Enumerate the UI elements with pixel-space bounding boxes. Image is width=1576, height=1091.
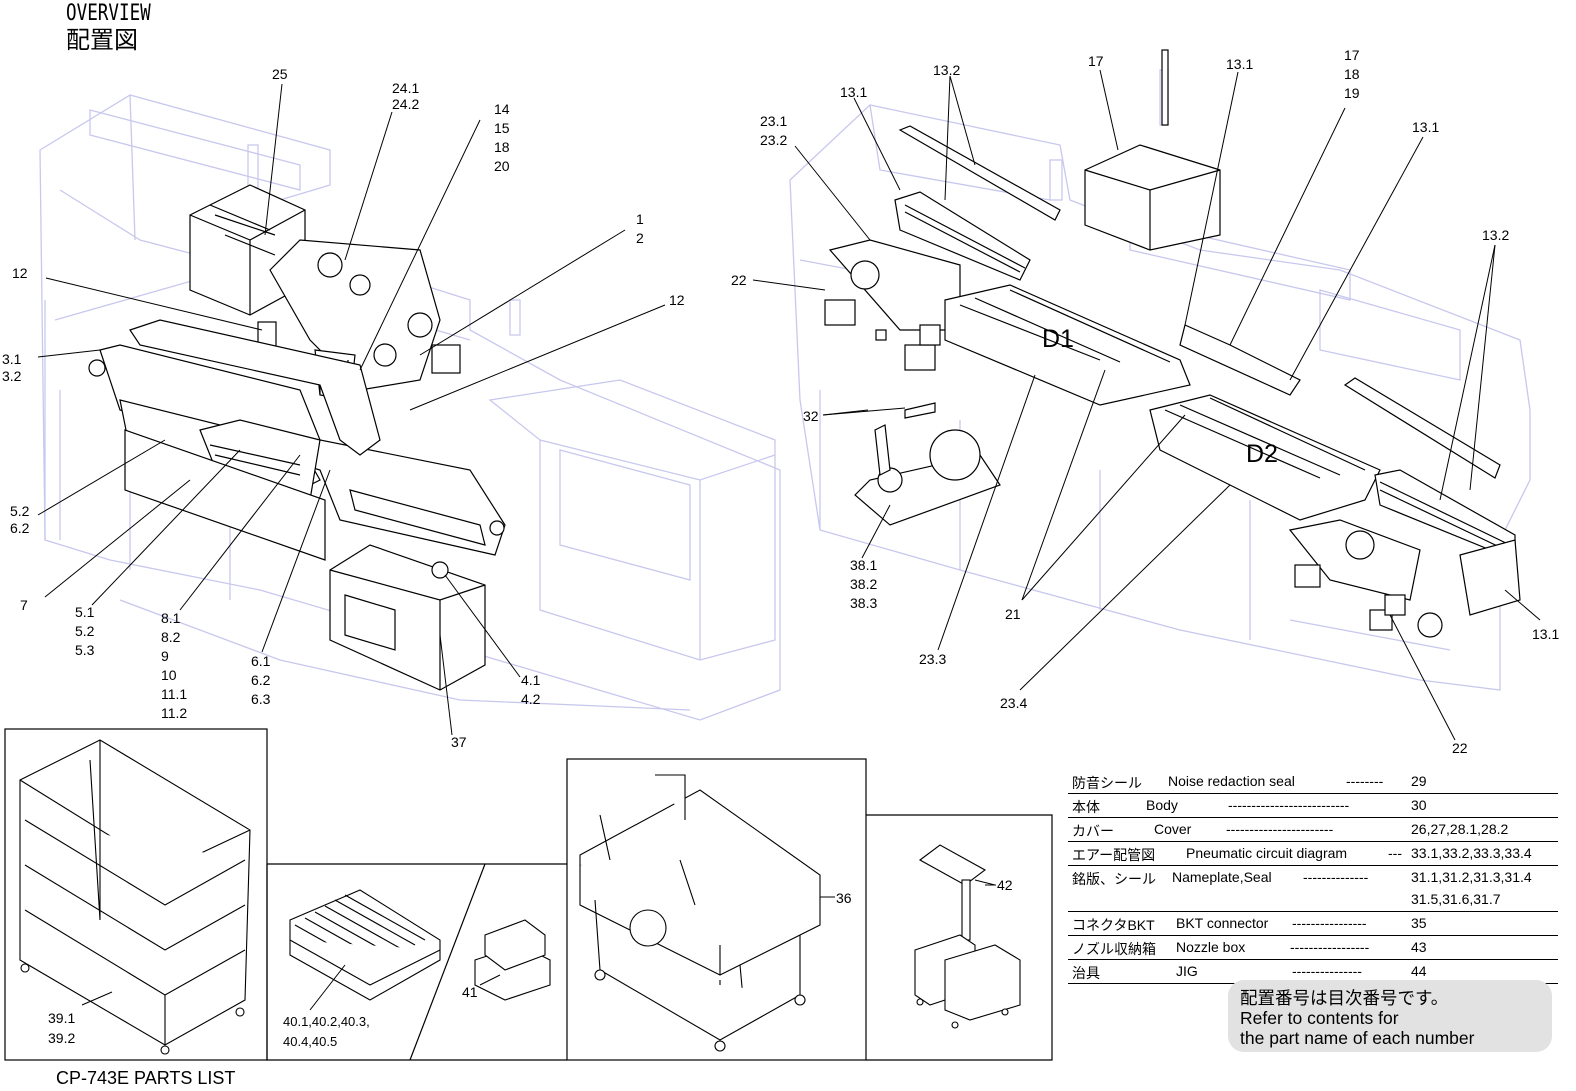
note-line-3: the part name of each number — [1240, 1028, 1475, 1048]
legend-dots: --------------- — [1292, 963, 1362, 979]
callout-8-1: 8.1 8.2 9 10 11.1 11.2 — [161, 610, 188, 721]
legend-num: 30 — [1411, 797, 1427, 813]
legend-jp: 防音シール — [1072, 775, 1142, 791]
rack-drawing — [19, 739, 251, 1055]
legend-dots: -------------------------- — [1228, 797, 1350, 813]
callout-23-4: 23.4 — [1000, 695, 1028, 711]
legend-num-2: 31.5,31.6,31.7 — [1411, 891, 1501, 907]
callout-13-1d: 13.1 — [1532, 626, 1560, 642]
callout-38: 38.1 38.2 38.3 — [850, 557, 878, 611]
legend-num: 31.1,31.2,31.3,31.4 — [1411, 869, 1532, 885]
legend-num: 33.1,33.2,33.3,33.4 — [1411, 845, 1532, 861]
legend-row: コネクタBKT BKT connector ---------------- 3… — [1068, 912, 1558, 936]
callout-37: 37 — [451, 734, 467, 750]
callout-4-1: 4.1 4.2 — [521, 672, 541, 707]
legend-dots: --- — [1388, 845, 1402, 861]
callout-3: 3.1 3.2 — [2, 351, 22, 384]
legend-row: ノズル収納箱 Nozzle box ----------------- 43 — [1068, 936, 1558, 960]
label-d1: D1 — [1042, 325, 1074, 353]
callout-13-1b: 13.1 — [1226, 56, 1254, 72]
legend-row: 銘版、シール Nameplate,Seal -------------- 31.… — [1068, 866, 1558, 912]
legend-en: BKT connector — [1176, 915, 1269, 931]
legend-num: 35 — [1411, 915, 1427, 931]
callout-36: 36 — [836, 890, 852, 906]
legend-jp: コネクタBKT — [1072, 917, 1155, 933]
legend-en: Cover — [1154, 821, 1192, 837]
footer-title: CP-743E PARTS LIST — [56, 1068, 236, 1088]
callout-22b: 22 — [1452, 740, 1468, 756]
nozzle-holder-drawing — [289, 889, 441, 1001]
callout-13-1c: 13.1 — [1412, 119, 1440, 135]
callout-13-2a: 13.2 — [933, 62, 961, 78]
bottom-panels — [4, 728, 1053, 1061]
legend-jp: カバー — [1072, 823, 1114, 839]
page-title: OVERVIEW — [66, 1, 151, 26]
parts-legend: 防音シール Noise redaction seal -------- 29 本… — [1068, 770, 1558, 984]
callout-21: 21 — [1005, 606, 1021, 622]
legend-en: Noise redaction seal — [1168, 773, 1295, 789]
callout-42: 42 — [997, 877, 1013, 893]
callout-17a: 17 — [1088, 53, 1104, 69]
legend-jp: エアー配管図 — [1072, 847, 1156, 863]
callout-12a: 12 — [12, 265, 28, 281]
legend-dots: ----------------- — [1290, 939, 1370, 955]
legend-num: 26,27,28.1,28.2 — [1411, 821, 1509, 837]
callout-22a: 22 — [731, 272, 747, 288]
legend-row: 防音シール Noise redaction seal -------- 29 — [1068, 770, 1558, 794]
jig-drawing — [914, 844, 1021, 1029]
legend-dots: -------- — [1346, 773, 1384, 789]
reference-note: 配置番号は目次番号です。 Refer to contents for the p… — [1228, 980, 1552, 1052]
legend-num: 29 — [1411, 773, 1427, 789]
callout-25: 25 — [272, 66, 288, 82]
legend-jp: 治具 — [1072, 965, 1100, 981]
legend-en: Nameplate,Seal — [1172, 869, 1272, 885]
legend-row: カバー Cover ----------------------- 26,27,… — [1068, 818, 1558, 842]
legend-dots: ----------------------- — [1226, 821, 1334, 837]
callout-7: 7 — [20, 597, 28, 613]
legend-jp: ノズル収納箱 — [1072, 941, 1156, 957]
callout-14: 14 15 18 20 — [494, 101, 510, 174]
callout-32: 32 — [803, 408, 819, 424]
legend-dots: -------------- — [1303, 869, 1369, 885]
note-line-2: Refer to contents for — [1240, 1008, 1399, 1028]
left-parts — [88, 184, 506, 691]
connector-drawing — [474, 919, 551, 1001]
page-title-jp: 配置図 — [66, 27, 138, 54]
callout-5-2: 5.2 6.2 — [10, 503, 30, 536]
legend-jp: 本体 — [1072, 799, 1100, 815]
callout-17: 17 18 19 — [1344, 47, 1360, 101]
legend-en: JIG — [1176, 963, 1198, 979]
callout-39: 39.1 39.2 — [48, 1010, 76, 1046]
leader-lines — [37, 69, 1541, 741]
legend-num: 43 — [1411, 939, 1427, 955]
callout-13-2b: 13.2 — [1482, 227, 1510, 243]
legend-en: Pneumatic circuit diagram — [1186, 845, 1348, 861]
callout-12b: 12 — [669, 292, 685, 308]
note-line-1: 配置番号は目次番号です。 — [1240, 988, 1449, 1008]
callout-23-1: 23.1 23.2 — [760, 113, 788, 148]
callout-23-3: 23.3 — [919, 651, 947, 667]
callout-1: 1 2 — [636, 211, 644, 246]
callout-24: 24.1 24.2 — [392, 80, 420, 112]
callout-41: 41 — [462, 984, 478, 1000]
legend-jp: 銘版、シール — [1072, 871, 1156, 887]
legend-num: 44 — [1411, 963, 1427, 979]
right-parts — [824, 49, 1521, 638]
legend-en: Body — [1146, 797, 1178, 813]
callout-6-1: 6.1 6.2 6.3 — [251, 653, 271, 707]
callout-5-1: 5.1 5.2 5.3 — [75, 604, 95, 658]
legend-row: 本体 Body -------------------------- 30 — [1068, 794, 1558, 818]
cart-drawing — [579, 774, 821, 1052]
label-d2: D2 — [1246, 440, 1278, 468]
legend-en: Nozzle box — [1176, 939, 1246, 955]
legend-dots: ---------------- — [1292, 915, 1367, 931]
callout-40: 40.1,40.2,40.3, 40.4,40.5 — [283, 1014, 370, 1049]
legend-row: エアー配管図 Pneumatic circuit diagram --- 33.… — [1068, 842, 1558, 866]
callout-13-1a: 13.1 — [840, 84, 868, 100]
